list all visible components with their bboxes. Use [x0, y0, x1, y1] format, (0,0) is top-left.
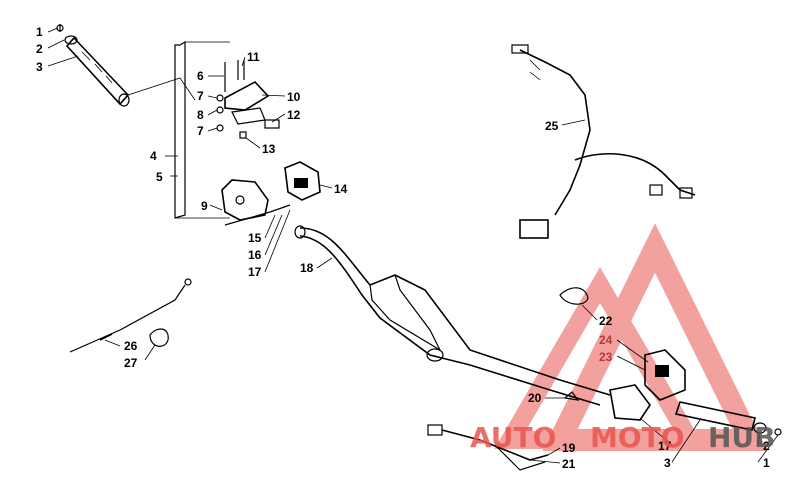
callout-2-right: 2 — [763, 439, 770, 453]
callout-1: 1 — [36, 25, 43, 39]
callout-5: 5 — [156, 170, 163, 184]
bracket-outline — [174, 40, 230, 219]
watermark-auto: AUTO — [470, 421, 556, 454]
callout-12: 12 — [287, 108, 301, 122]
callout-25: 25 — [545, 119, 559, 133]
watermark-hub: HUB — [708, 421, 776, 454]
callout-8: 8 — [197, 108, 204, 122]
wiring-harness-upper — [511, 44, 696, 239]
throttle-block — [216, 60, 280, 139]
callout-3-right: 3 — [664, 456, 671, 470]
callout-27: 27 — [124, 356, 138, 370]
callout-21: 21 — [562, 457, 576, 471]
callout-15: 15 — [248, 231, 262, 245]
callout-22: 22 — [599, 314, 613, 328]
callout-10: 10 — [287, 90, 301, 104]
callout-4: 4 — [150, 149, 157, 163]
callout-2: 2 — [36, 42, 43, 56]
right-controls — [563, 349, 782, 436]
left-switch-housing — [221, 161, 321, 226]
watermark-moto: MOTO — [590, 421, 685, 454]
callout-labels: 1 2 3 4 5 6 7 7 8 9 10 11 12 13 14 15 16… — [36, 25, 770, 471]
callout-9: 9 — [201, 199, 208, 213]
callout-24: 24 — [599, 333, 613, 347]
callout-18: 18 — [300, 261, 314, 275]
watermark-logo — [494, 223, 768, 451]
callout-23: 23 — [599, 350, 613, 364]
left-grip — [56, 24, 130, 107]
callout-7-upper: 7 — [197, 89, 204, 103]
wiring-harness-lower — [427, 424, 549, 471]
leader-lines — [47, 27, 779, 464]
callout-17-left: 17 — [248, 265, 262, 279]
callout-11: 11 — [247, 50, 260, 64]
callout-16: 16 — [248, 248, 262, 262]
throttle-cable — [69, 278, 192, 353]
callout-26: 26 — [124, 339, 138, 353]
callout-3: 3 — [36, 60, 43, 74]
clamps — [149, 287, 589, 347]
callout-19: 19 — [562, 441, 576, 455]
watermark-text: AUTO MOTO HUB — [470, 421, 776, 454]
handlebar — [294, 225, 611, 406]
callout-1-right: 1 — [763, 456, 770, 470]
callout-17-right: 17 — [658, 439, 672, 453]
callout-14: 14 — [334, 182, 348, 196]
callout-20: 20 — [528, 391, 542, 405]
callout-13: 13 — [262, 142, 276, 156]
callout-7-lower: 7 — [197, 124, 204, 138]
callout-6: 6 — [197, 69, 204, 83]
